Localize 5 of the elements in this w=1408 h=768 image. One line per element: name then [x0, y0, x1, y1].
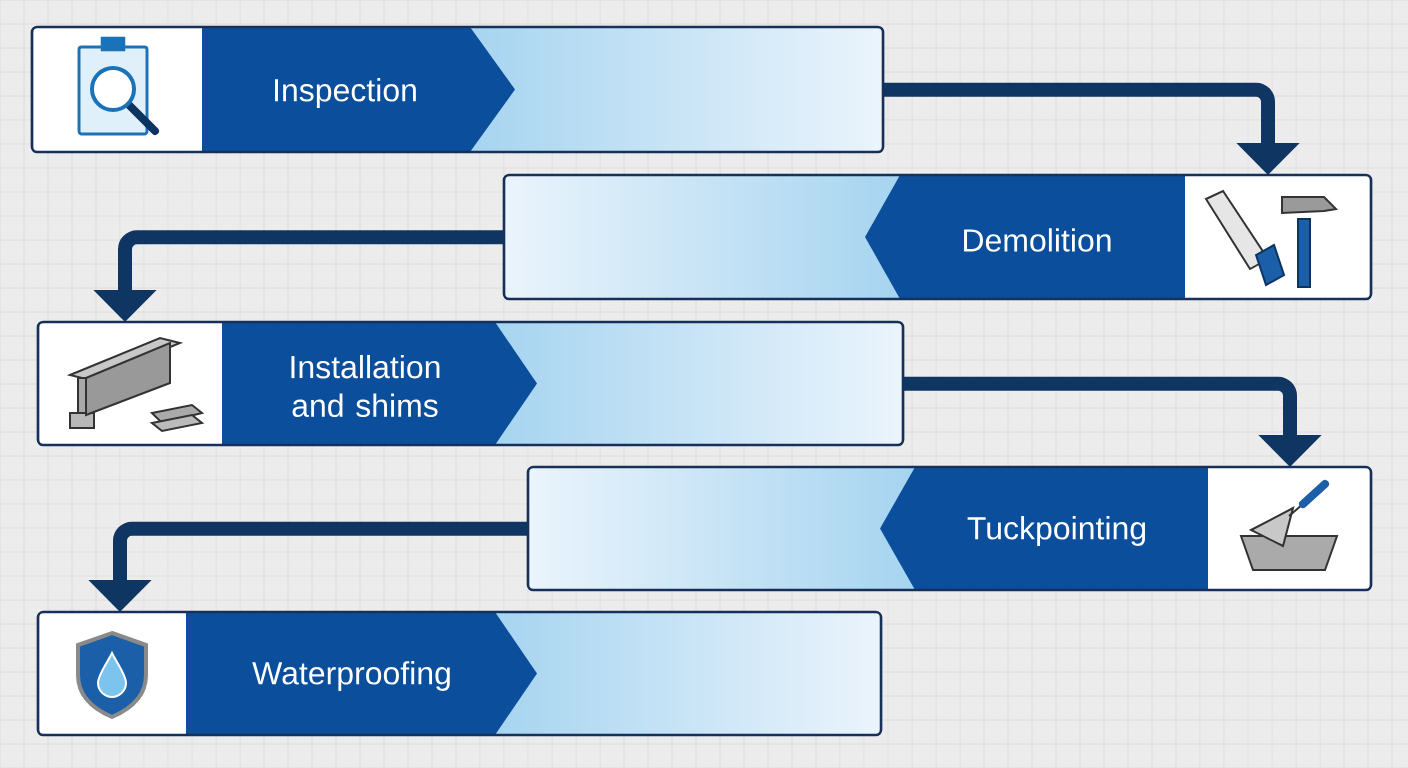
step-banner: Tuckpointing — [526, 465, 1373, 592]
step-banner: Inspection — [30, 25, 885, 154]
step-banner: Waterproofing — [36, 610, 883, 737]
step-banner: Demolition — [502, 173, 1373, 301]
step-banner: Installation and shims — [36, 320, 905, 447]
